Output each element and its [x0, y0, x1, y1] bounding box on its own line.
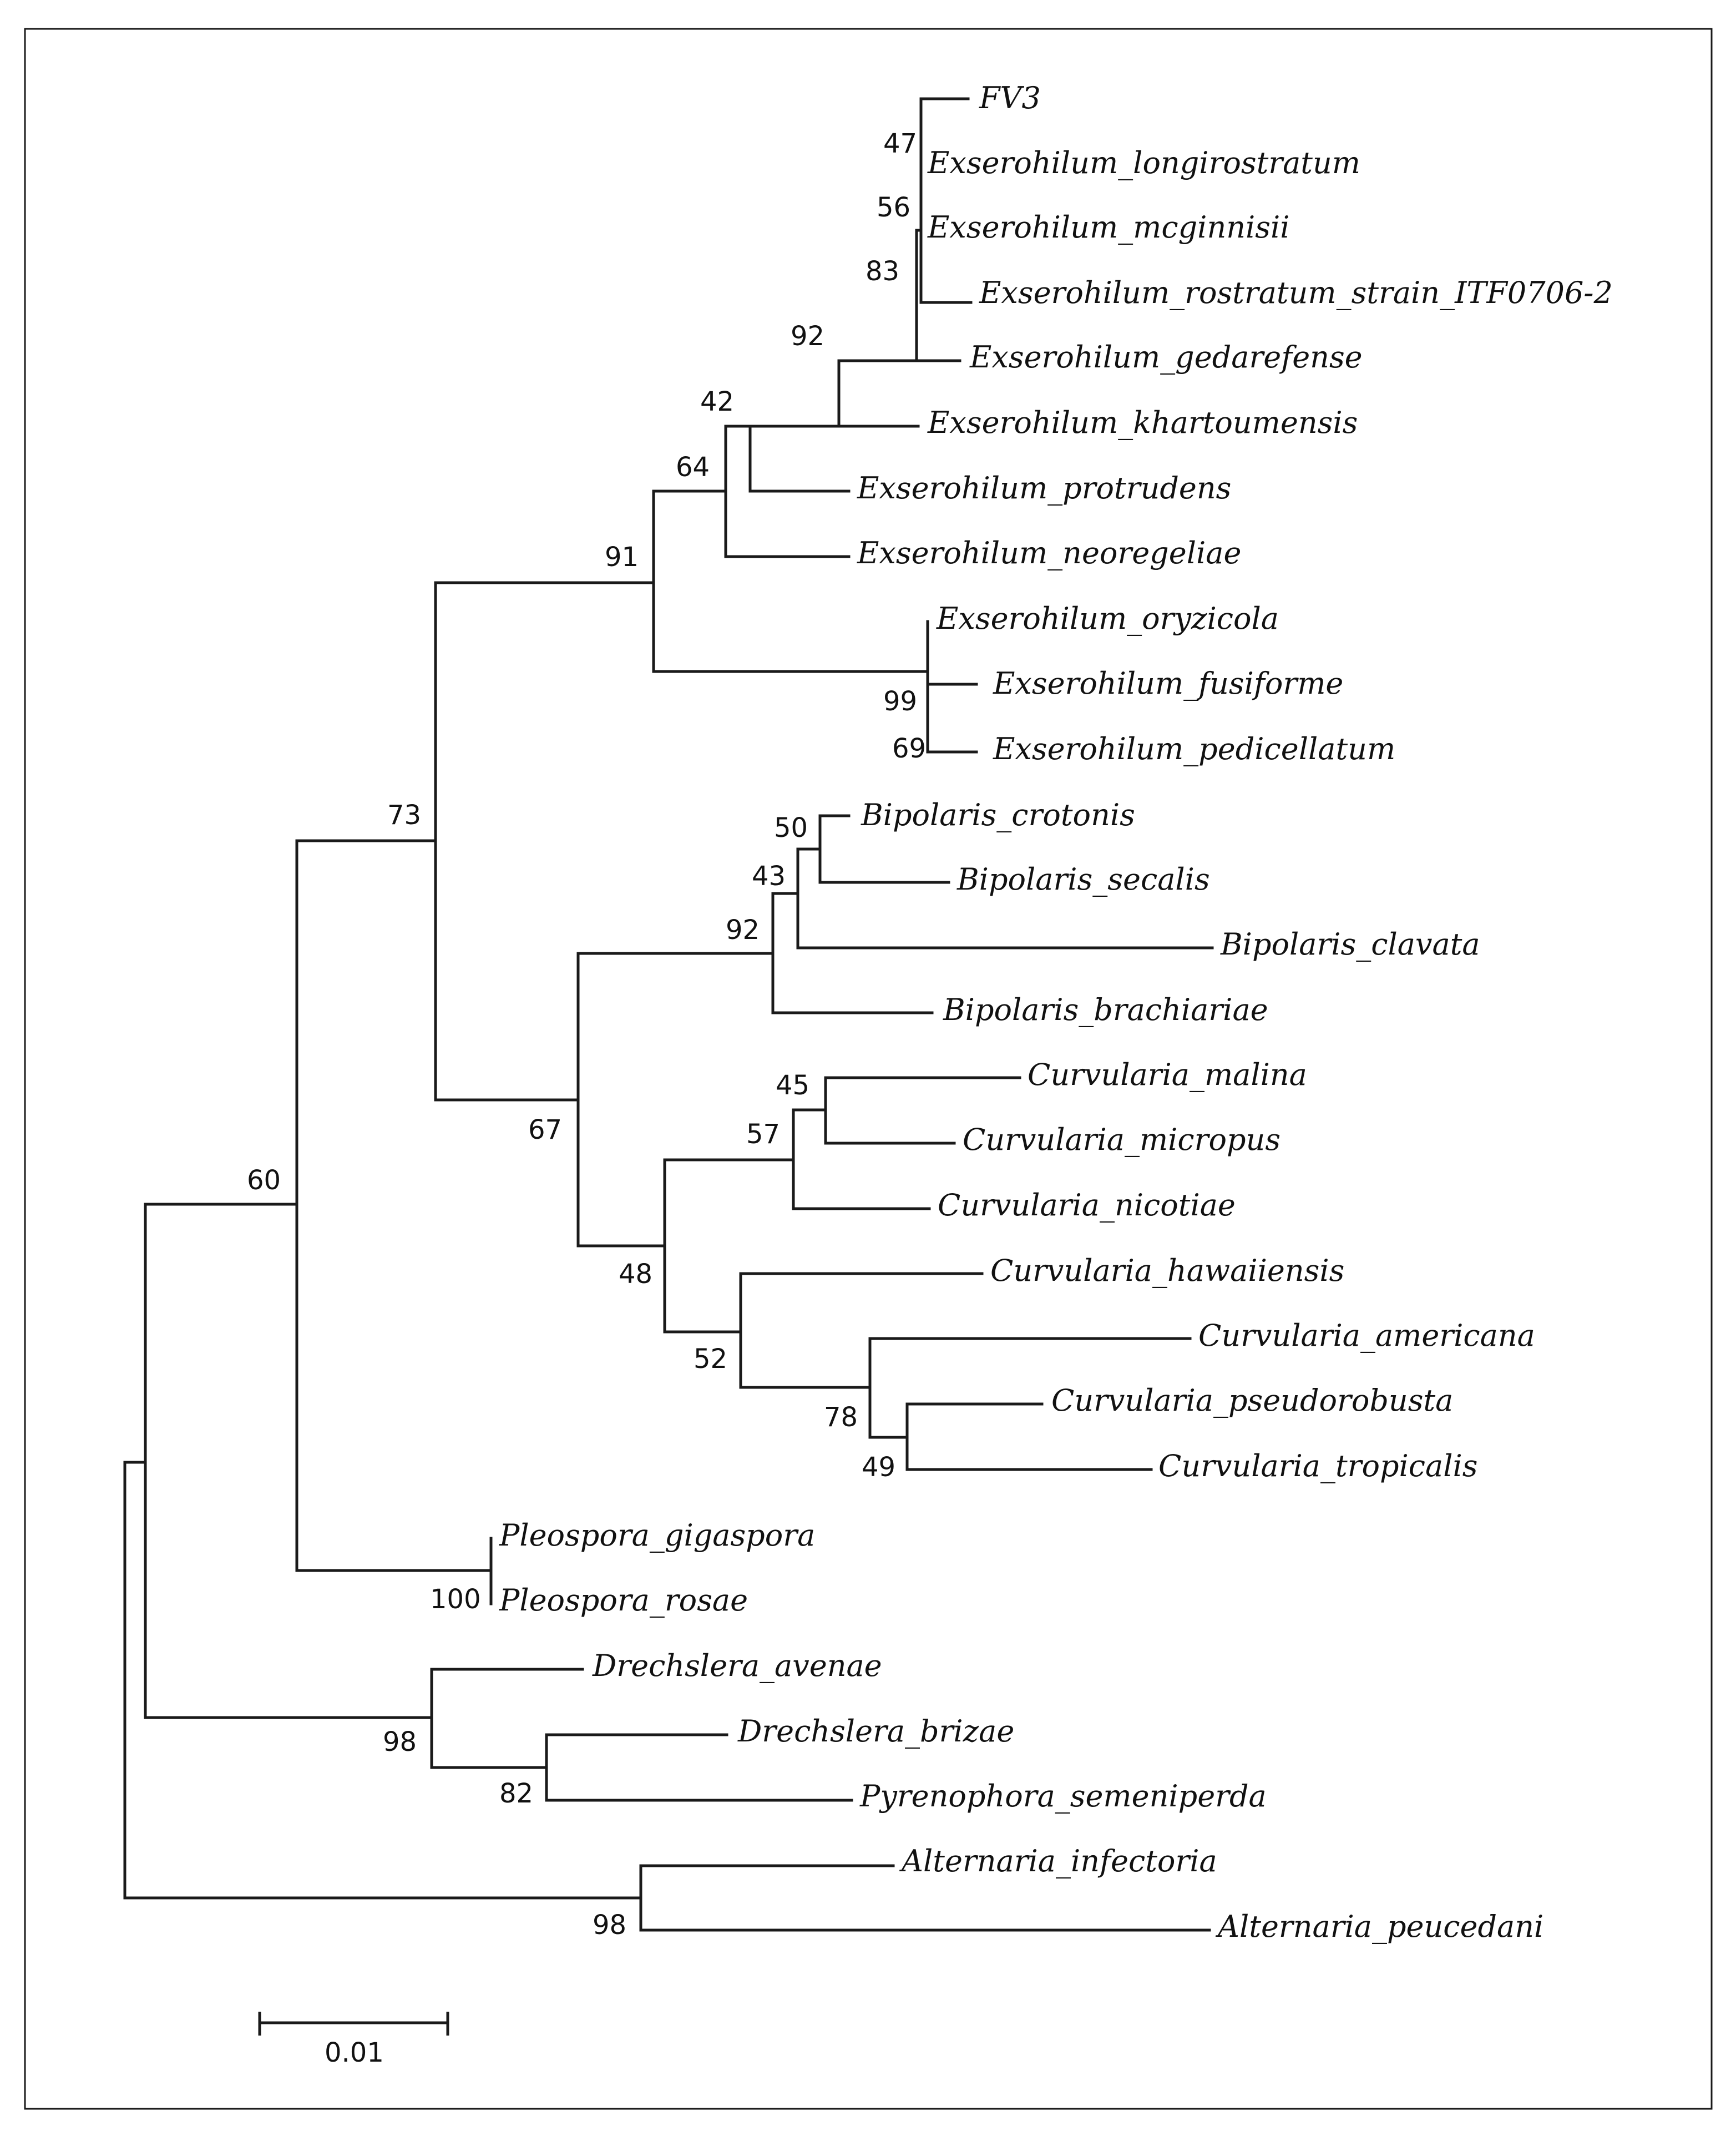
bootstrap-value: 49: [862, 1452, 895, 1483]
taxon-label: Curvularia_micropus: [963, 1122, 1281, 1157]
taxon-label: Curvularia_americana: [1198, 1318, 1535, 1353]
taxon-label: Alternaria_infectoria: [899, 1844, 1217, 1878]
taxon-label: Curvularia_nicotiae: [938, 1188, 1236, 1223]
bootstrap-value: 52: [694, 1344, 727, 1375]
taxon-label: Bipolaris_brachiariae: [943, 992, 1268, 1027]
bootstrap-value: 45: [776, 1070, 809, 1101]
taxon-label: Curvularia_pseudorobusta: [1051, 1383, 1453, 1418]
taxon-label: Exserohilum_rostratum_strain_ITF0706-2: [979, 275, 1613, 310]
taxon-label: Bipolaris_clavata: [1220, 927, 1480, 962]
taxon-label: Drechslera_brizae: [737, 1714, 1014, 1749]
scale-bar-label: 0.01: [325, 2037, 384, 2068]
bootstrap-value: 48: [619, 1259, 652, 1290]
taxon-label: Drechslera_avenae: [592, 1648, 882, 1683]
taxon-label: Pleospora_rosae: [499, 1583, 748, 1618]
bootstrap-value: 98: [383, 1726, 417, 1758]
bootstrap-value: 82: [499, 1778, 533, 1809]
taxon-label: Exserohilum_protrudens: [857, 471, 1231, 506]
bootstrap-value: 83: [866, 256, 899, 287]
bootstrap-value: 73: [387, 800, 421, 831]
taxon-label: Exserohilum_longirostratum: [927, 145, 1360, 180]
taxon-label: Pyrenophora_semeniperda: [859, 1779, 1267, 1814]
taxon-label: Bipolaris_secalis: [956, 862, 1210, 897]
bootstrap-value: 92: [791, 321, 824, 352]
taxon-label: Bipolaris_crotonis: [861, 797, 1135, 832]
taxon-label: Curvularia_malina: [1028, 1057, 1307, 1092]
taxon-label: Pleospora_gigaspora: [499, 1518, 815, 1553]
taxon-label: Exserohilum_oryzicola: [936, 601, 1279, 636]
bootstrap-value: 92: [726, 915, 760, 946]
bootstrap-value: 100: [430, 1584, 481, 1615]
bootstrap-value: 91: [605, 542, 639, 573]
taxon-label: FV3: [979, 80, 1041, 115]
bootstrap-value: 43: [752, 861, 786, 892]
bootstrap-value: 42: [700, 386, 734, 417]
taxon-label: Exserohilum_gedarefense: [969, 340, 1363, 375]
taxon-label: Exserohilum_fusiforme: [993, 666, 1343, 701]
bootstrap-value: 50: [774, 812, 808, 844]
taxon-labels: FV3 Exserohilum_longirostratum Exserohil…: [499, 80, 1613, 1944]
bootstrap-value: 67: [528, 1114, 562, 1145]
bootstrap-value: 56: [877, 192, 910, 223]
bootstrap-value: 69: [892, 733, 926, 764]
taxon-label: Curvularia_tropicalis: [1158, 1448, 1478, 1483]
taxon-label: Exserohilum_mcginnisii: [927, 210, 1290, 245]
taxon-label: Alternaria_peucedani: [1215, 1909, 1543, 1944]
taxon-label: Exserohilum_khartoumensis: [927, 405, 1358, 440]
bootstrap-labels: 47 56 83 92 42 64 91 99 69 73 50 43 92 6…: [247, 128, 926, 1941]
scale-bar: 0.01: [258, 2012, 449, 2068]
bootstrap-value: 60: [247, 1165, 281, 1196]
bootstrap-value: 78: [824, 1402, 858, 1433]
taxon-label: Exserohilum_neoregeliae: [857, 536, 1241, 570]
bootstrap-value: 99: [883, 686, 917, 717]
bootstrap-value: 64: [676, 452, 710, 483]
bootstrap-value: 47: [883, 128, 917, 159]
figure-frame: [24, 28, 1713, 2110]
taxon-label: Exserohilum_pedicellatum: [993, 731, 1395, 766]
tree-branches: [123, 97, 1214, 1932]
bootstrap-value: 57: [746, 1119, 780, 1150]
bootstrap-value: 98: [593, 1910, 626, 1941]
taxon-label: Curvularia_hawaiiensis: [990, 1253, 1344, 1288]
